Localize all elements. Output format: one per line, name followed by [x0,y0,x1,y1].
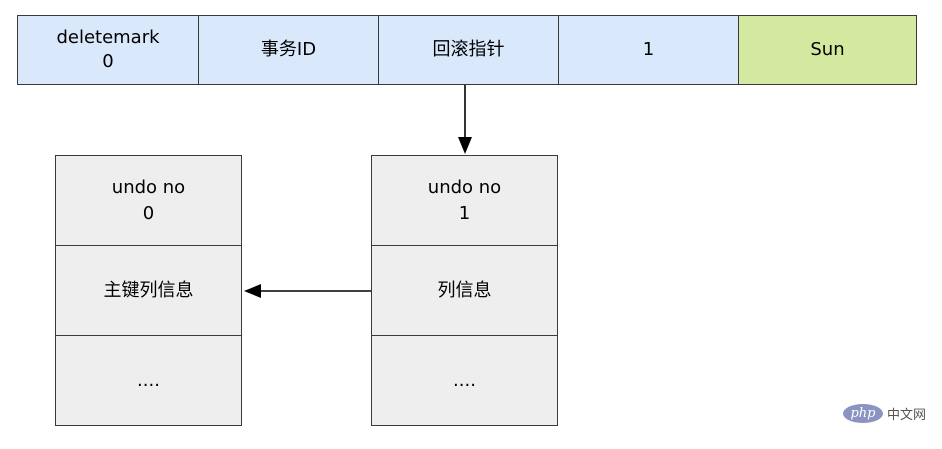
name-cell: Sun [738,15,917,85]
undo-log-left: undo no 0 主键列信息 .... [55,155,242,426]
undo-link-arrow [244,284,371,298]
ellipsis-block: .... [55,335,242,426]
ellipsis-block: .... [371,335,558,426]
undo-log-right: undo no 1 列信息 .... [371,155,558,426]
undo-no-block: undo no 1 [371,155,558,246]
watermark-text: 中文网 [887,408,927,423]
rollback-pointer-arrow [458,85,472,154]
undo-no-block: undo no 0 [55,155,242,246]
deletemark-cell: deletemark 0 [17,15,199,85]
watermark: php 中文网 [843,404,926,423]
php-logo: php [843,404,883,423]
rollback-pointer-cell: 回滚指针 [378,15,559,85]
record-row: deletemark 0 事务ID 回滚指针 1 Sun [17,15,917,85]
primary-key-info-block: 主键列信息 [55,245,242,336]
transaction-id-cell: 事务ID [198,15,379,85]
